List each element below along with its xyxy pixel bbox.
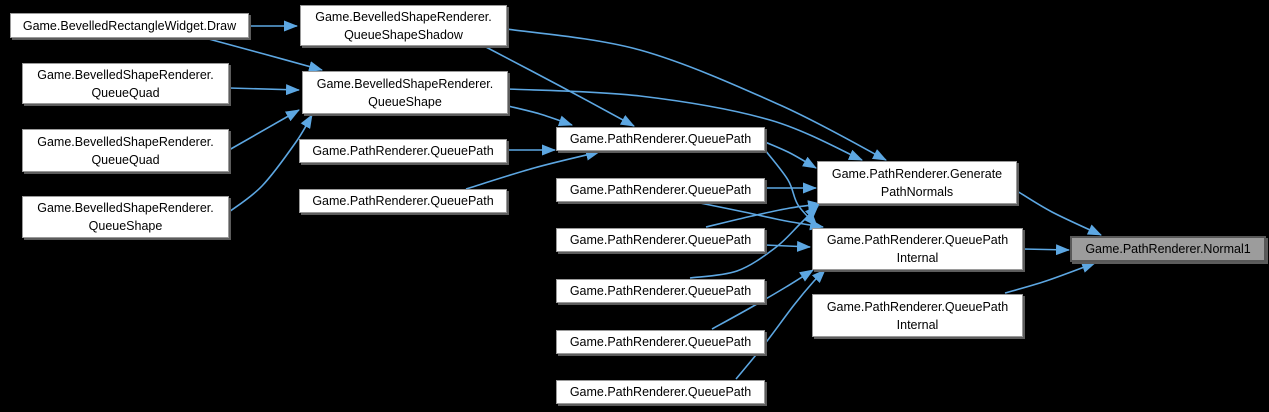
edge-path-renderer-queuepathinternal-2-to-path-renderer-normal1 [1004,262,1096,294]
node-bevelled-shape-renderer-queueshape[interactable]: Game.BevelledShapeRenderer. QueueShape [302,71,508,114]
edge-bevelled-shape-renderer-queueshape-to-path-renderer-queuepath-1 [507,105,573,126]
node-label-line: Game.BevelledRectangleWidget.Draw [22,18,237,33]
node-path-renderer-queuepath-1[interactable]: Game.PathRenderer.QueuePath [556,127,765,151]
node-label-line: Game.PathRenderer.QueuePath [569,335,752,349]
edge-path-renderer-queuepath-2b-to-path-renderer-queuepath-1 [465,149,600,190]
node-label-line: Game.PathRenderer.QueuePath [826,233,1009,247]
node-label-line: QueueQuad [91,152,160,167]
node-label-line: Game.BevelledShapeRenderer. [37,67,214,82]
edge-path-renderer-queuepath-4-to-path-renderer-generatepathnormals [689,205,819,279]
edge-bevelled-shape-renderer-queueshapeshadow-to-path-renderer-generatepathnormals [506,28,887,161]
node-label-line: Game.PathRenderer.QueuePath [569,284,752,298]
edge-bevelled-rectangle-widget-draw-to-bevelled-shape-renderer-queueshape [204,37,323,72]
node-label-line: Game.PathRenderer.Normal1 [1085,242,1251,256]
node-label-line: Internal [896,251,939,265]
node-bevelled-shape-renderer-queueshapeshadow[interactable]: Game.BevelledShapeRenderer. QueueShapeSha… [300,5,507,46]
edge-bevelled-shape-renderer-queueshapeshadow-to-path-renderer-queuepath-1 [483,45,635,127]
edge-path-renderer-queuepath-5-to-path-renderer-queuepathinternal-1 [711,269,814,330]
node-path-renderer-queuepath-2[interactable]: Game.PathRenderer.QueuePath [556,178,765,202]
node-label-line: QueueShape [368,94,442,109]
node-label-line: QueueShape [88,219,163,233]
node-path-renderer-queuepath-2a[interactable]: Game.PathRenderer.QueuePath [299,139,507,163]
node-label-line: QueueQuad [91,85,160,100]
node-label-line: Game.PathRenderer.QueuePath [312,194,494,208]
node-label-line: Game.BevelledShapeRenderer. [37,201,214,215]
node-bevelled-rectangle-widget-draw[interactable]: Game.BevelledRectangleWidget.Draw [10,13,249,38]
edge-path-renderer-queuepath-1-to-path-renderer-generatepathnormals [764,141,817,169]
node-label-line: Game.PathRenderer.QueuePath [826,299,1009,314]
edge-path-renderer-queuepath-3-to-path-renderer-queuepathinternal-1 [764,240,811,252]
edge-path-renderer-queuepath-6-to-path-renderer-queuepathinternal-1 [735,269,826,380]
node-bevelled-shape-renderer-queuequad-2[interactable]: Game.BevelledShapeRenderer. QueueQuad [22,129,229,172]
edge-path-renderer-queuepath-2-to-path-renderer-queuepathinternal-1 [699,202,824,231]
node-label-line: Game.BevelledShapeRenderer. [37,134,214,149]
node-path-renderer-queuepath-6[interactable]: Game.PathRenderer.QueuePath [556,380,765,404]
node-label-line: Game.BevelledShapeRenderer. [315,9,492,24]
node-label-line: Game.PathRenderer.QueuePath [569,233,752,247]
node-label-line: QueueShapeShadow [344,27,463,42]
node-path-renderer-normal1: Game.PathRenderer.Normal1 [1070,236,1266,262]
node-path-renderer-queuepath-5[interactable]: Game.PathRenderer.QueuePath [556,330,765,354]
edge-bevelled-shape-renderer-queueshape-src-to-bevelled-shape-renderer-queueshape [228,114,313,213]
node-path-renderer-queuepath-3[interactable]: Game.PathRenderer.QueuePath [556,228,765,252]
edge-path-renderer-generatepathnormals-to-path-renderer-normal1 [1016,190,1102,236]
node-label-line: Game.PathRenderer.QueuePath [312,144,494,158]
node-bevelled-shape-renderer-queueshape-src[interactable]: Game.BevelledShapeRenderer. QueueShape [22,196,229,238]
node-label-line: Game.BevelledShapeRenderer. [316,76,494,91]
node-label-line: PathNormals [880,184,954,199]
edge-bevelled-shape-renderer-queuequad-1-to-bevelled-shape-renderer-queueshape [228,84,300,96]
node-label-line: Game.PathRenderer.QueuePath [569,132,752,146]
node-path-renderer-queuepath-2b[interactable]: Game.PathRenderer.QueuePath [299,189,507,213]
node-label-line: Game.PathRenderer.QueuePath [569,385,752,399]
node-label-line: Internal [896,317,939,332]
edge-bevelled-shape-renderer-queueshape-to-path-renderer-generatepathnormals [507,88,863,161]
node-label-line: Game.PathRenderer.QueuePath [569,183,752,197]
node-path-renderer-queuepath-4[interactable]: Game.PathRenderer.QueuePath [556,279,765,303]
node-bevelled-shape-renderer-queuequad-1[interactable]: Game.BevelledShapeRenderer. QueueQuad [22,63,229,104]
node-label-line: Game.PathRenderer.Generate [831,166,1003,181]
edge-path-renderer-queuepathinternal-1-to-path-renderer-normal1 [1022,244,1070,256]
edge-bevelled-shape-renderer-queuequad-2-to-bevelled-shape-renderer-queueshape [228,109,300,151]
